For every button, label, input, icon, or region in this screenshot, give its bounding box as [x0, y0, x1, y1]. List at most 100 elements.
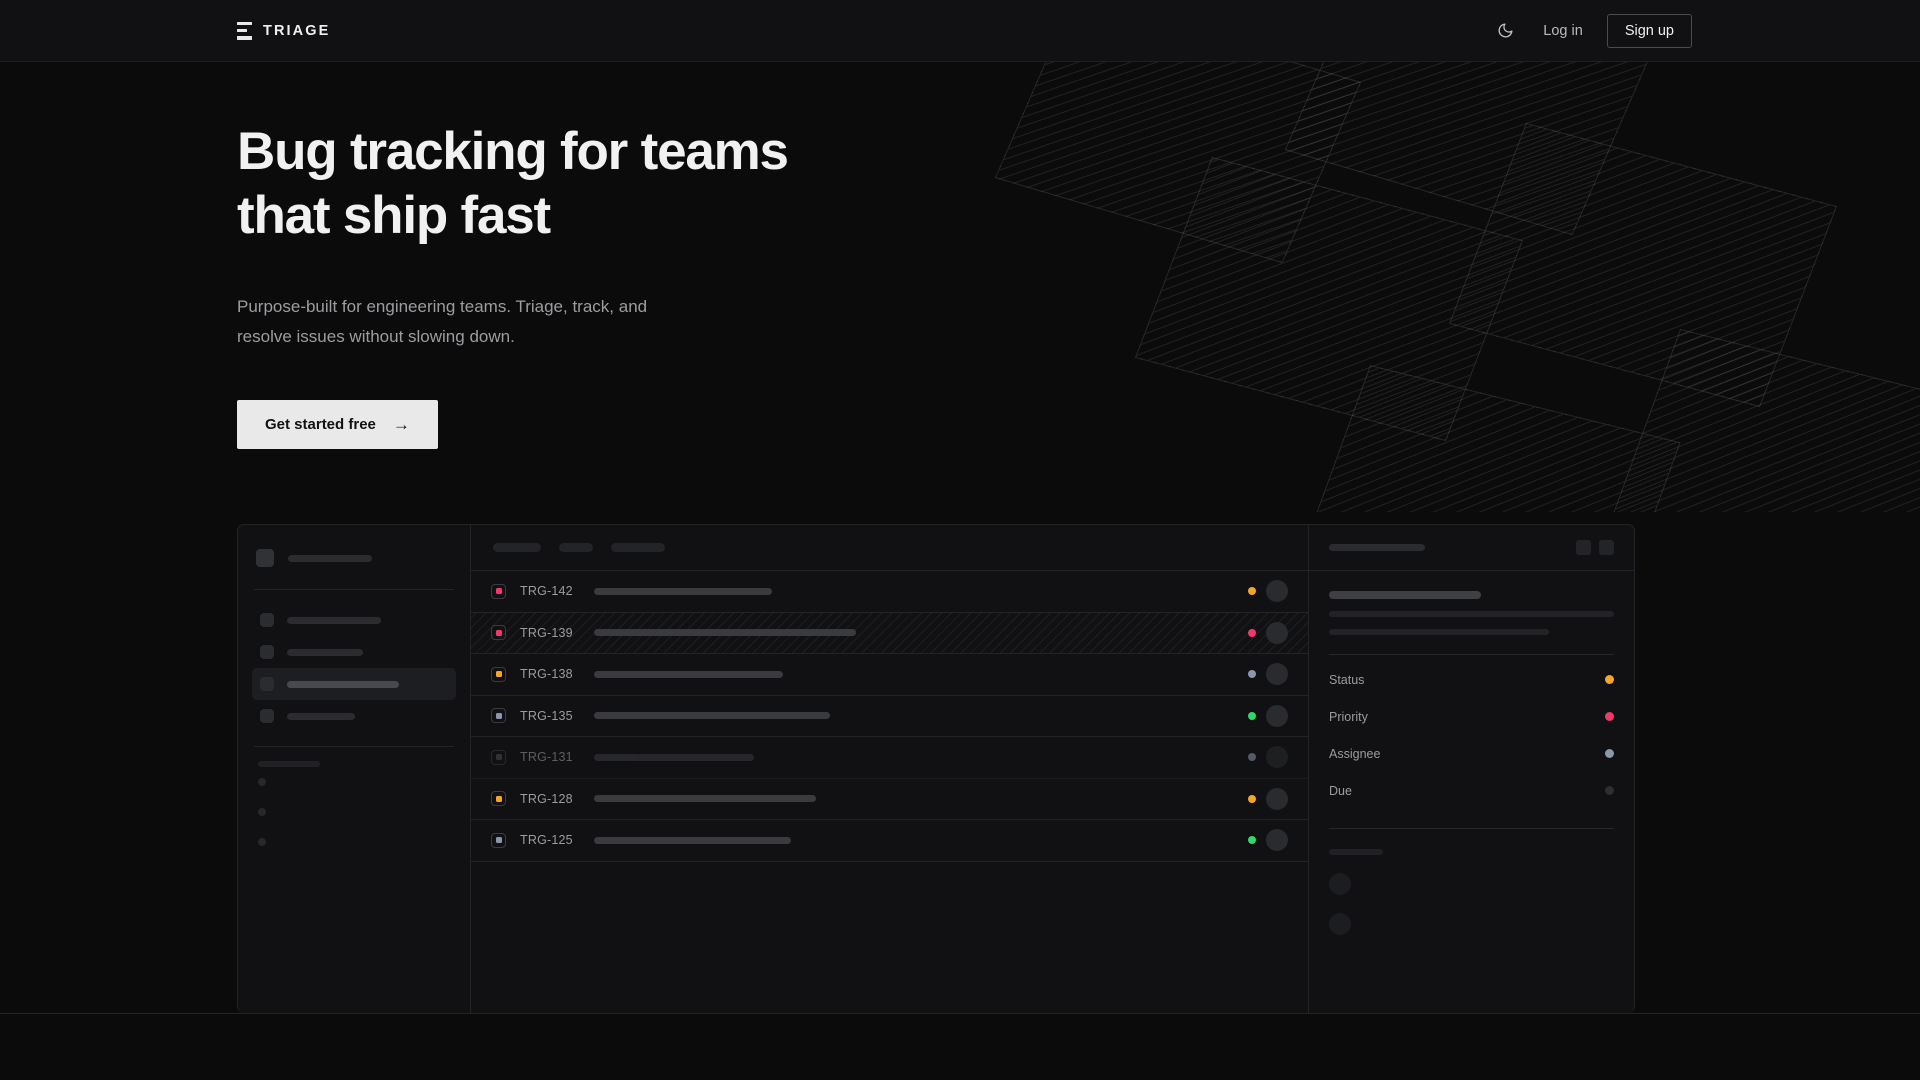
sidebar-item-4[interactable]	[252, 700, 456, 732]
issue-title-placeholder	[594, 629, 856, 637]
sidebar-divider	[254, 746, 454, 747]
toolbar-filter-placeholder[interactable]	[611, 543, 665, 552]
detail-description-line	[1329, 611, 1614, 617]
comment-avatar	[1329, 913, 1351, 935]
issue-title-placeholder	[594, 587, 772, 595]
sidebar-workspace[interactable]	[252, 541, 456, 575]
panel-action-icon[interactable]	[1576, 540, 1591, 555]
theme-toggle-button[interactable]	[1491, 17, 1519, 45]
detail-meta-label: Assignee	[1329, 746, 1381, 761]
detail-header-title-placeholder	[1329, 544, 1425, 551]
sidebar-sub-item[interactable]	[252, 797, 456, 827]
toolbar-filter-placeholder[interactable]	[559, 543, 593, 552]
issue-type-icon	[491, 832, 506, 848]
comment-avatar	[1329, 873, 1351, 895]
get-started-button[interactable]: Get started free →	[237, 400, 438, 449]
issue-title-placeholder	[594, 712, 830, 720]
issue-assignee-avatar[interactable]	[1266, 663, 1288, 686]
sidebar-item-label	[287, 616, 381, 624]
issue-status-dot	[1248, 628, 1256, 637]
issue-assignee-avatar[interactable]	[1266, 580, 1288, 603]
issue-title-placeholder	[594, 795, 816, 803]
issue-status-dot	[1248, 836, 1256, 845]
issue-status-dot	[1248, 587, 1256, 596]
detail-meta-value-dot	[1605, 712, 1614, 721]
issue-type-icon	[491, 625, 506, 641]
issue-key: TRG-131	[520, 750, 573, 765]
sidebar-sub-dot-icon	[258, 808, 266, 816]
detail-meta-row[interactable]: Priority	[1329, 698, 1614, 735]
issue-assignee-avatar[interactable]	[1266, 621, 1288, 644]
issue-row[interactable]: TRG-131	[471, 737, 1308, 779]
issue-assignee-avatar[interactable]	[1266, 829, 1288, 852]
decor-panel	[1609, 328, 1920, 512]
detail-meta-value-dot	[1605, 749, 1614, 758]
hero-heading: Bug tracking for teams that ship fast	[237, 122, 789, 245]
issue-row[interactable]: TRG-128	[471, 779, 1308, 820]
sidebar-item-3-active[interactable]	[252, 668, 456, 700]
issue-type-icon	[491, 749, 506, 765]
issue-status-dot	[1248, 794, 1256, 803]
detail-meta-value-dot	[1605, 786, 1614, 795]
sidebar-sub-dot-icon	[258, 778, 266, 786]
issue-type-icon	[491, 708, 506, 724]
detail-meta-row[interactable]: Status	[1329, 661, 1614, 698]
sidebar-sub-item[interactable]	[252, 767, 456, 797]
section-divider	[0, 1013, 1920, 1014]
issue-row[interactable]: TRG-125	[471, 820, 1308, 862]
panel-close-icon[interactable]	[1599, 540, 1614, 555]
signup-button[interactable]: Sign up	[1606, 13, 1692, 48]
detail-meta-label: Priority	[1329, 709, 1368, 724]
moon-icon	[1497, 22, 1514, 39]
issue-row[interactable]: TRG-142	[471, 571, 1308, 613]
mockup-sidebar	[238, 525, 471, 1013]
issue-list-toolbar	[471, 525, 1308, 571]
issue-status-dot	[1248, 711, 1256, 720]
detail-issue-title-placeholder	[1329, 591, 1481, 599]
decor-panel	[1284, 62, 1652, 236]
hero-subheading: Purpose-built for engineering teams. Tri…	[237, 297, 648, 346]
header-actions: Log in Sign up	[1491, 13, 1692, 48]
detail-panel-header	[1309, 525, 1634, 571]
detail-meta-row[interactable]: Due	[1329, 772, 1614, 809]
brand-logo[interactable]: TRIAGE	[237, 21, 331, 40]
issue-assignee-avatar[interactable]	[1266, 787, 1288, 810]
brand-name: TRIAGE	[263, 22, 331, 39]
detail-meta-label: Status	[1329, 672, 1365, 687]
toolbar-filter-placeholder[interactable]	[493, 543, 541, 552]
issue-key: TRG-125	[520, 833, 573, 848]
sidebar-sub-item[interactable]	[252, 827, 456, 857]
detail-comments-label-placeholder	[1329, 849, 1383, 855]
issue-row[interactable]: TRG-138	[471, 654, 1308, 696]
sidebar-item-label	[287, 648, 363, 656]
detail-meta-value-dot	[1605, 675, 1614, 684]
sidebar-item-icon	[260, 645, 274, 659]
detail-divider	[1329, 828, 1614, 829]
sidebar-item-1[interactable]	[252, 604, 456, 636]
issue-row[interactable]: TRG-139	[471, 612, 1308, 654]
sidebar-item-icon	[260, 709, 274, 723]
issue-key: TRG-135	[520, 708, 573, 723]
sidebar-item-2[interactable]	[252, 636, 456, 668]
decor-panel	[1448, 122, 1838, 408]
get-started-label: Get started free	[265, 416, 376, 433]
decor-panel	[1299, 364, 1681, 512]
detail-meta-label: Due	[1329, 783, 1352, 798]
issue-type-icon	[491, 666, 506, 682]
issue-title-placeholder	[594, 836, 791, 844]
issue-status-dot	[1248, 753, 1256, 762]
login-link[interactable]: Log in	[1543, 22, 1583, 39]
detail-meta-row[interactable]: Assignee	[1329, 735, 1614, 772]
issue-assignee-avatar[interactable]	[1266, 704, 1288, 727]
issue-row[interactable]: TRG-135	[471, 696, 1308, 737]
issue-assignee-avatar[interactable]	[1266, 746, 1288, 769]
decor-panel	[994, 62, 1362, 264]
issue-title-placeholder	[594, 753, 754, 761]
sidebar-section-label	[258, 761, 320, 767]
